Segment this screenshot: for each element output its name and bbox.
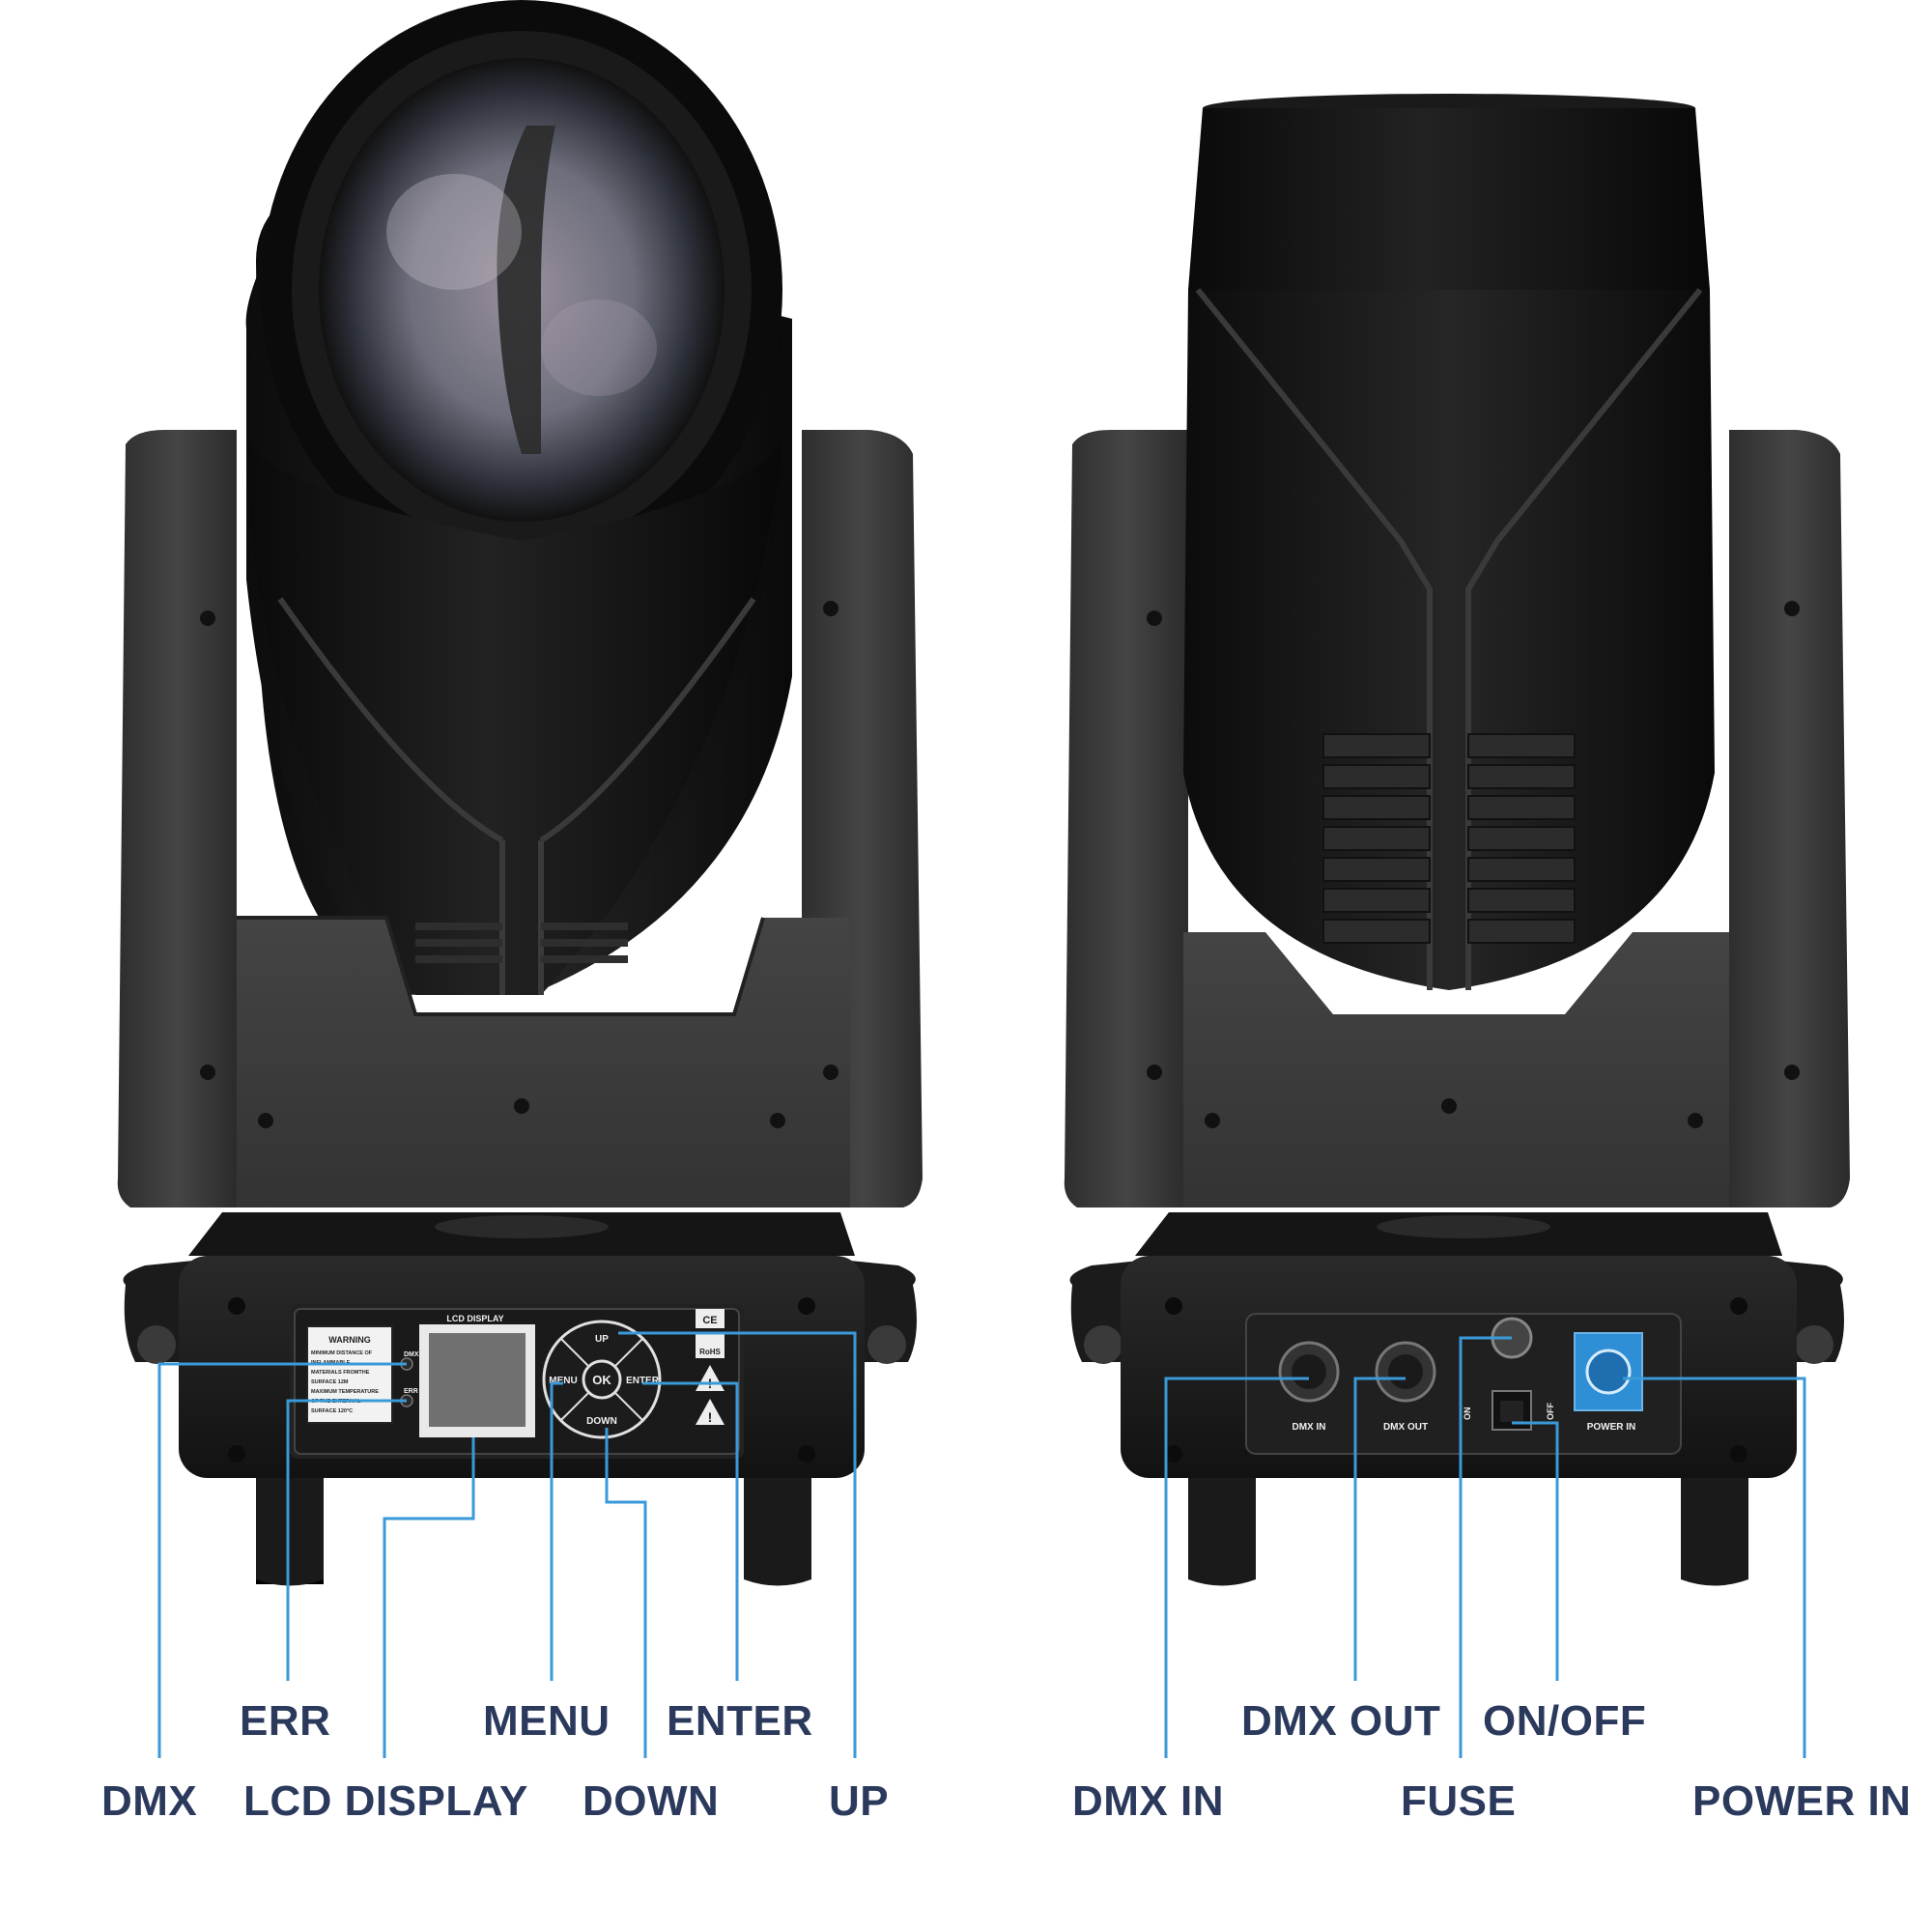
callout-fuse: FUSE	[1401, 1777, 1517, 1825]
callout-dmx-out: DMX OUT	[1241, 1697, 1441, 1745]
callout-on-off: ON/OFF	[1483, 1697, 1647, 1745]
svg-text:ENTER: ENTER	[626, 1376, 660, 1386]
leader-lines	[157, 1331, 1806, 1758]
svg-text:ON: ON	[1463, 1407, 1472, 1421]
callout-down: DOWN	[582, 1777, 720, 1825]
callout-err: ERR	[240, 1697, 331, 1745]
svg-text:UP: UP	[595, 1334, 609, 1345]
front-control-panel: WARNING MINIMUM DISTANCE OF INFLAMMABLE …	[306, 1309, 724, 1439]
ce-mark-icon	[696, 1309, 724, 1328]
svg-text:POWER IN: POWER IN	[1587, 1422, 1636, 1433]
svg-text:ERR: ERR	[404, 1388, 418, 1395]
svg-text:SURFACE 120°C: SURFACE 120°C	[311, 1408, 353, 1414]
ok-button-label: OK	[592, 1373, 611, 1387]
callout-lcd-display: LCD DISPLAY	[243, 1777, 528, 1825]
svg-text:MATERIALS FROMTHE: MATERIALS FROMTHE	[311, 1370, 370, 1376]
rohs-mark-icon	[696, 1333, 724, 1358]
svg-text:!: !	[708, 1409, 713, 1425]
warning-triangle-icon-2	[696, 1399, 724, 1425]
callout-dmx: DMX	[101, 1777, 198, 1825]
rear-fixture	[1064, 94, 1850, 1586]
svg-text:CE: CE	[702, 1315, 717, 1326]
svg-text:SURFACE 12M: SURFACE 12M	[311, 1379, 349, 1385]
callout-menu: MENU	[483, 1697, 611, 1745]
callout-up: UP	[829, 1777, 890, 1825]
svg-text:DMX: DMX	[404, 1351, 419, 1358]
rear-connector-panel: DMX IN DMX OUT ON OFF POWER IN	[1278, 1317, 1643, 1433]
front-fixture	[117, 0, 923, 1586]
callout-enter: ENTER	[667, 1697, 813, 1745]
svg-text:MINIMUM DISTANCE OF: MINIMUM DISTANCE OF	[311, 1350, 373, 1356]
svg-text:DMX IN: DMX IN	[1293, 1422, 1326, 1433]
callout-power-in: POWER IN	[1692, 1777, 1912, 1825]
svg-text:MENU: MENU	[549, 1376, 577, 1386]
svg-text:DMX OUT: DMX OUT	[1383, 1422, 1428, 1433]
svg-text:RoHS: RoHS	[699, 1348, 721, 1356]
lcd-screen	[429, 1333, 526, 1427]
svg-text:MAXIMUM TEMPERATURE: MAXIMUM TEMPERATURE	[311, 1389, 379, 1395]
svg-text:DOWN: DOWN	[586, 1416, 617, 1427]
callout-dmx-in: DMX IN	[1072, 1777, 1224, 1825]
warning-title: WARNING	[328, 1335, 371, 1345]
lcd-title: LCD DISPLAY	[446, 1314, 503, 1323]
svg-text:OFF: OFF	[1546, 1403, 1555, 1420]
